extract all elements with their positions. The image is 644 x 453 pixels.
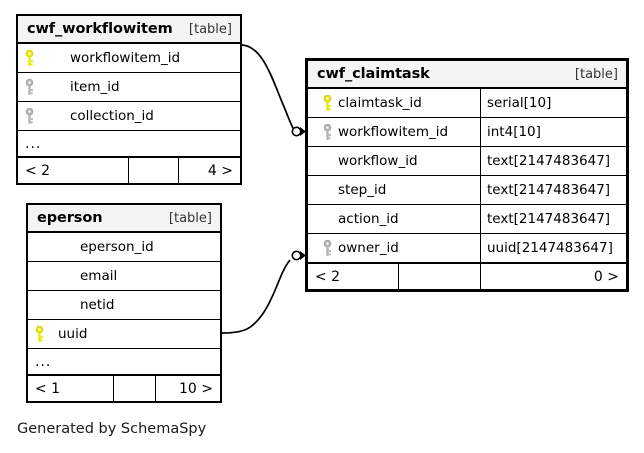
column-name: netid [80,297,115,313]
column-name-cell: email [50,262,220,290]
table-title-cwf-workflowitem: cwf_workflowitem [table] [18,16,240,44]
column-name-cell: action_id [308,205,480,233]
column-name: collection_id [70,108,154,124]
column-name: workflowitem_id [338,124,449,140]
column-name-cell: netid [50,291,220,319]
relationship-eperson-to-claimtask [221,250,306,334]
key-slot-empty [28,233,50,261]
table-cwf-claimtask[interactable]: cwf_claimtask [table] claimtask_id seria… [305,58,629,292]
table-eperson[interactable]: eperson [table] eperson_id email netid [26,203,222,403]
column-type: int4[10] [480,118,626,146]
relationship-workflowitem-to-claimtask [240,44,306,137]
key-slot-empty [28,262,50,290]
table-row[interactable]: uuid [28,320,220,349]
footer-outgoing-count[interactable]: 4 > [178,158,240,183]
table-row[interactable]: collection_id [18,102,240,131]
table-row[interactable]: email [28,262,220,291]
footer-outgoing-count[interactable]: 0 > [480,264,626,289]
column-name: workflowitem_id [70,50,181,66]
footer-middle [128,158,178,183]
column-name: workflow_id [338,153,418,169]
column-name: action_id [338,211,399,227]
column-name-cell: eperson_id [50,233,220,261]
table-footer: < 2 0 > [308,263,626,289]
column-type: text[2147483647] [480,176,626,204]
column-name-cell: collection_id [40,102,240,130]
generated-by-caption: Generated by SchemaSpy [17,421,207,437]
table-row[interactable]: action_id text[2147483647] [308,205,626,234]
table-row[interactable]: workflowitem_id [18,44,240,73]
column-name: claimtask_id [338,95,422,111]
footer-middle [398,264,480,289]
column-name-cell: step_id [308,176,480,204]
table-row[interactable]: workflowitem_id int4[10] [308,118,626,147]
column-type: serial[10] [480,89,626,117]
column-name-cell: item_id [40,73,240,101]
optional-marker-circle [291,250,302,261]
column-name-cell: uuid [50,320,220,348]
column-name-cell: owner_id [308,234,480,262]
table-type-tag: [table] [574,66,618,82]
foreign-key-icon [18,73,40,101]
table-name: cwf_claimtask [317,66,430,82]
column-name-cell: workflowitem_id [308,118,480,146]
column-type: text[2147483647] [480,147,626,175]
foreign-key-icon [18,102,40,130]
table-row[interactable]: netid [28,291,220,320]
table-type-tag: [table] [168,210,212,226]
optional-marker-circle [291,126,302,137]
table-row[interactable]: item_id [18,73,240,102]
table-row[interactable]: eperson_id [28,233,220,262]
key-slot-empty [28,291,50,319]
column-name: email [80,268,118,284]
footer-incoming-count[interactable]: < 2 [315,268,341,285]
column-name: item_id [70,79,120,95]
primary-key-icon [28,320,50,348]
table-row[interactable]: owner_id uuid[2147483647] [308,234,626,263]
more-columns-indicator: ... [28,349,220,375]
table-name: eperson [37,210,103,226]
table-row[interactable]: claimtask_id serial[10] [308,89,626,118]
column-name: owner_id [338,240,399,256]
foreign-key-icon [316,123,338,141]
column-name: eperson_id [80,239,154,255]
primary-key-icon [18,44,40,72]
column-name-cell: workflow_id [308,147,480,175]
table-title-eperson: eperson [table] [28,205,220,233]
table-row[interactable]: workflow_id text[2147483647] [308,147,626,176]
table-type-tag: [table] [188,21,232,37]
footer-incoming-count[interactable]: < 2 [25,162,51,179]
table-footer: < 1 10 > [28,375,220,401]
column-type: text[2147483647] [480,205,626,233]
primary-key-icon [316,94,338,112]
column-name: step_id [338,182,387,198]
table-footer: < 2 4 > [18,157,240,183]
column-name-cell: claimtask_id [308,89,480,117]
table-row[interactable]: step_id text[2147483647] [308,176,626,205]
column-name: uuid [58,326,88,342]
table-cwf-workflowitem[interactable]: cwf_workflowitem [table] workflowitem_id [16,14,242,185]
footer-middle [113,376,155,401]
footer-outgoing-count[interactable]: 10 > [155,376,220,401]
more-columns-indicator: ... [18,131,240,157]
table-title-cwf-claimtask: cwf_claimtask [table] [308,61,626,89]
column-type: uuid[2147483647] [480,234,626,262]
footer-incoming-count[interactable]: < 1 [35,380,61,397]
table-name: cwf_workflowitem [27,21,173,37]
foreign-key-icon [316,239,338,257]
column-name-cell: workflowitem_id [40,44,240,72]
